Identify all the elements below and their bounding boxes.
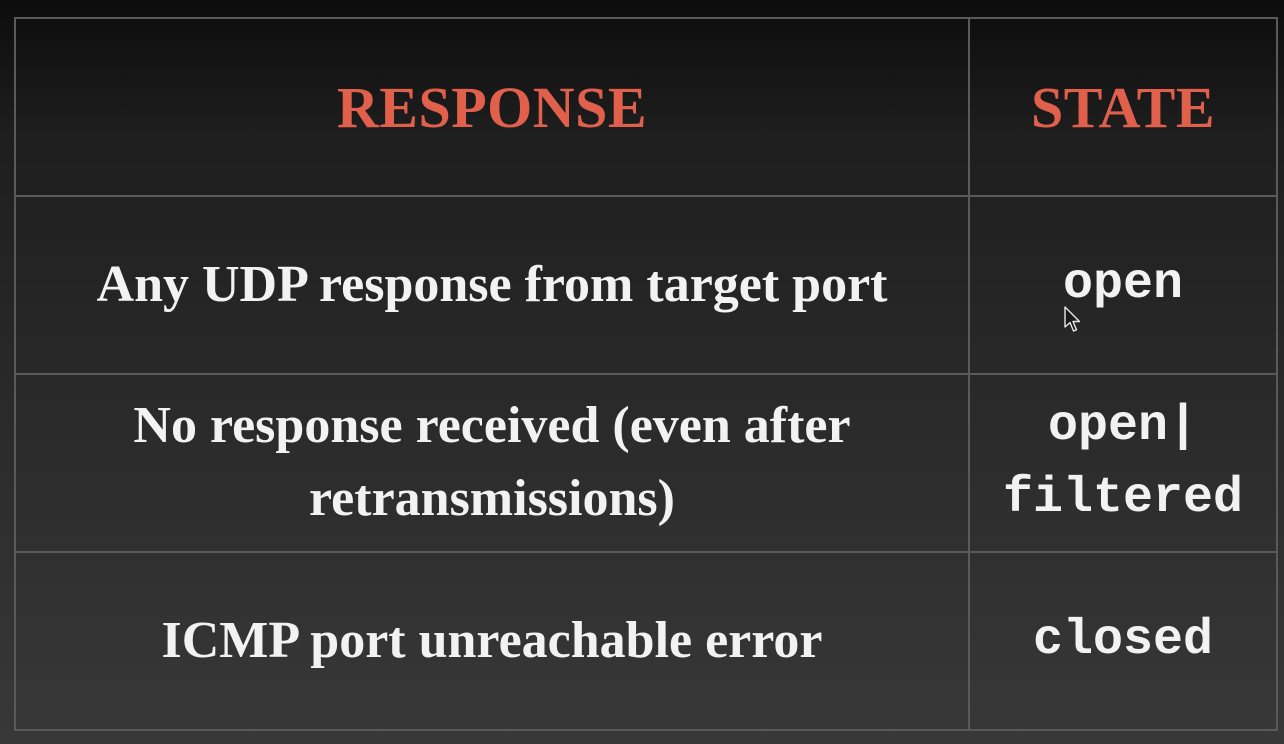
response-cell: ICMP port unreachable error bbox=[14, 551, 970, 731]
state-value: open bbox=[1062, 255, 1184, 313]
table-header-row: RESPONSE STATE bbox=[14, 17, 1278, 197]
header-state: STATE bbox=[968, 17, 1278, 197]
state-cell: open bbox=[968, 195, 1278, 375]
table-row: No response received (even after retrans… bbox=[14, 373, 1278, 553]
state-cell: closed bbox=[968, 551, 1278, 731]
mouse-pointer-icon bbox=[1064, 306, 1081, 332]
state-cell: open| filtered bbox=[968, 373, 1278, 553]
header-response: RESPONSE bbox=[14, 17, 970, 197]
state-value: open| bbox=[1047, 397, 1199, 455]
state-value: closed bbox=[1032, 611, 1214, 669]
table-row: ICMP port unreachable error closed bbox=[14, 551, 1278, 731]
response-cell: No response received (even after retrans… bbox=[14, 373, 970, 553]
udp-scan-state-table: RESPONSE STATE Any UDP response from tar… bbox=[14, 17, 1278, 731]
state-value: filtered bbox=[1002, 470, 1244, 527]
table-row: Any UDP response from target port open bbox=[14, 195, 1278, 375]
response-cell: Any UDP response from target port bbox=[14, 195, 970, 375]
